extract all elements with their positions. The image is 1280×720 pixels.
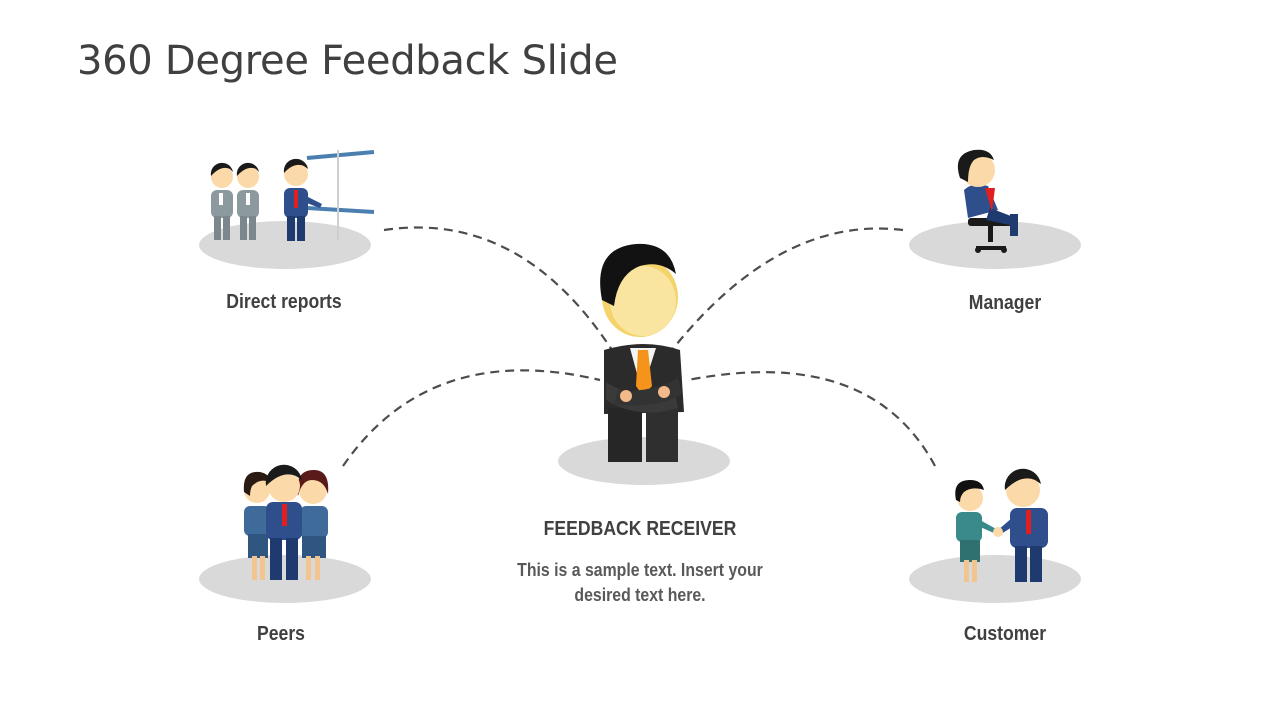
connector-manager (671, 227, 904, 351)
shadows (199, 221, 1081, 603)
node-label-peers: Peers (257, 623, 305, 645)
feedback-receiver-icon (600, 243, 684, 462)
seated-manager-icon (957, 149, 1018, 253)
connectors (342, 226, 936, 467)
node-label-manager: Manager (968, 292, 1042, 314)
center-title: FEEDBACK RECEIVER (543, 518, 737, 540)
handshake-icon (955, 468, 1048, 582)
shadow-manager (909, 221, 1081, 269)
node-label-customer: Customer (963, 623, 1047, 645)
peer-group-icon (243, 464, 329, 580)
shadow-peers (199, 555, 371, 603)
presenter-team-icon (210, 150, 375, 241)
shadow-center (558, 437, 730, 485)
shadow-customer (909, 555, 1081, 603)
slide-title: 360 Degree Feedback Slide (77, 38, 618, 84)
connector-customer (687, 371, 936, 467)
connector-direct-reports (383, 226, 613, 351)
center-description: This is a sample text. Insert your desir… (464, 558, 816, 608)
node-label-direct-reports: Direct reports (226, 291, 342, 313)
connector-peers (342, 369, 601, 467)
center-description-line-1: This is a sample text. Insert your (517, 560, 763, 580)
center-description-line-2: desired text here. (574, 585, 706, 605)
